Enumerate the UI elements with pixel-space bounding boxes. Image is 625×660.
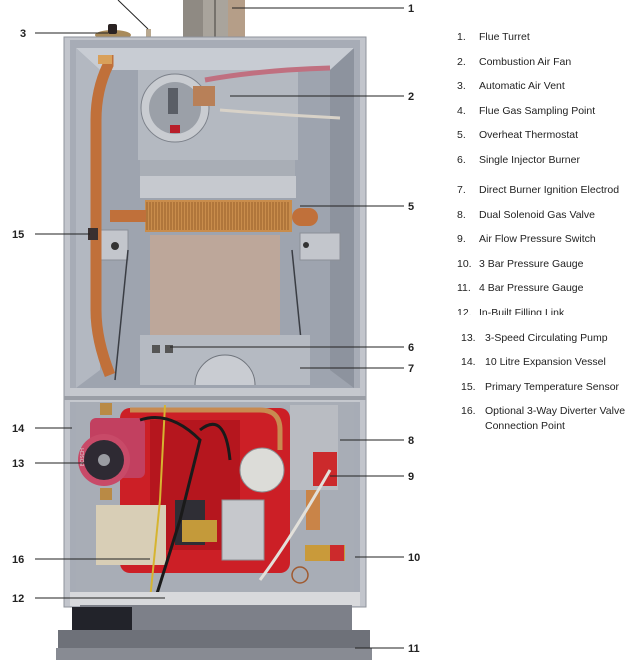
combustion-air-fan (138, 65, 341, 176)
legend-label: Single Injector Burner (479, 154, 580, 166)
legend-label-line1: Optional 3-Way Diverter Valve (485, 405, 625, 417)
legend-number: 10. (457, 258, 472, 270)
control-box (56, 592, 372, 660)
legend-item: 8. Dual Solenoid Gas Valve (457, 209, 595, 221)
combustion-chamber (95, 229, 341, 381)
legend-label: Overheat Thermostat (479, 129, 579, 141)
callout-number-3: 3 (20, 28, 26, 40)
legend-label: 10 Litre Expansion Vessel (485, 356, 606, 368)
legend-item: 9. Air Flow Pressure Switch (457, 233, 596, 245)
air-pressure-switch (221, 447, 285, 561)
legend-number: 16. (461, 405, 476, 417)
callout-number-6: 6 (408, 342, 414, 354)
legend-item: 7. Direct Burner Ignition Electrod (457, 184, 619, 196)
flue-turret (183, 0, 245, 37)
legend-label: Combustion Air Fan (479, 56, 572, 68)
callout-number-12: 12 (12, 593, 24, 605)
legend-item: 4. Flue Gas Sampling Point (457, 105, 595, 117)
legend-label: Dual Solenoid Gas Valve (479, 209, 595, 221)
legend-label: Flue Turret (479, 31, 530, 43)
legend-item: 2. Combustion Air Fan (457, 56, 571, 68)
legend-item: 10. 3 Bar Pressure Gauge (457, 258, 583, 270)
callout-number-9: 9 (408, 471, 414, 483)
legend-item: 14. 10 Litre Expansion Vessel (461, 356, 606, 368)
callout-numbers: 1 2 3 5 6 7 8 9 10 11 12 13 14 15 16 (12, 3, 420, 655)
legend-number: 15. (461, 381, 476, 393)
copper-pipe (88, 55, 116, 378)
callout-number-8: 8 (408, 435, 414, 447)
callout-number-11: 11 (408, 643, 420, 655)
legend-label: Direct Burner Ignition Electrod (479, 184, 620, 196)
callout-number-2: 2 (408, 91, 414, 103)
legend-number: 14. (461, 356, 476, 368)
callout-number-16: 16 (12, 554, 24, 566)
callout-number-10: 10 (408, 552, 420, 564)
legend-item: 1. Flue Turret (457, 31, 530, 43)
legend-label: 3 Bar Pressure Gauge (479, 258, 584, 270)
legend-number: 12. (457, 307, 472, 315)
heat-exchanger (110, 176, 318, 232)
pump-brand: BOSCH (80, 448, 86, 466)
legend-number: 3. (457, 80, 466, 92)
callout-number-14: 14 (12, 423, 25, 435)
legend-number: 8. (457, 209, 466, 221)
callout-number-5: 5 (408, 201, 414, 213)
legend-number: 13. (461, 332, 476, 344)
legend-item: 15. Primary Temperature Sensor (461, 381, 619, 393)
legend-number: 4. (457, 105, 466, 117)
legend-number: 2. (457, 56, 466, 68)
legend-number: 6. (457, 154, 466, 166)
legend-label-line2: Connection Point (485, 420, 565, 432)
burner (140, 335, 310, 386)
callout-number-1: 1 (408, 3, 414, 15)
legend-label: 3-Speed Circulating Pump (485, 332, 608, 344)
legend-label: Primary Temperature Sensor (485, 381, 620, 393)
legend-item: 3. Automatic Air Vent (457, 80, 565, 92)
legend-item: 12. In-Built Filling Link (457, 307, 564, 315)
legend-number: 1. (457, 31, 466, 43)
legend-label: Flue Gas Sampling Point (479, 105, 596, 117)
legend-label: 4 Bar Pressure Gauge (479, 282, 584, 294)
legend-number: 11. (457, 282, 471, 294)
callout-number-7: 7 (408, 363, 414, 375)
legend-label: In-Built Filling Link (479, 307, 565, 315)
legend-number: 5. (457, 129, 466, 141)
legend-number: 9. (457, 233, 466, 245)
legend-item: 5. Overheat Thermostat (457, 129, 578, 141)
callout-number-13: 13 (12, 458, 24, 470)
legend-item: 11. 4 Bar Pressure Gauge (457, 282, 583, 294)
callout-line-4 (117, 0, 149, 30)
legend-label: Air Flow Pressure Switch (479, 233, 596, 245)
legend-label: Automatic Air Vent (479, 80, 565, 92)
legend-item: 6. Single Injector Burner (457, 154, 580, 166)
legend-number: 7. (457, 184, 466, 196)
circulating-pump: BOSCH (78, 403, 145, 500)
callout-number-15: 15 (12, 229, 24, 241)
wiring (139, 404, 332, 601)
legend-item: 13. 3-Speed Circulating Pump (461, 332, 608, 344)
callout-lines (35, 0, 404, 649)
